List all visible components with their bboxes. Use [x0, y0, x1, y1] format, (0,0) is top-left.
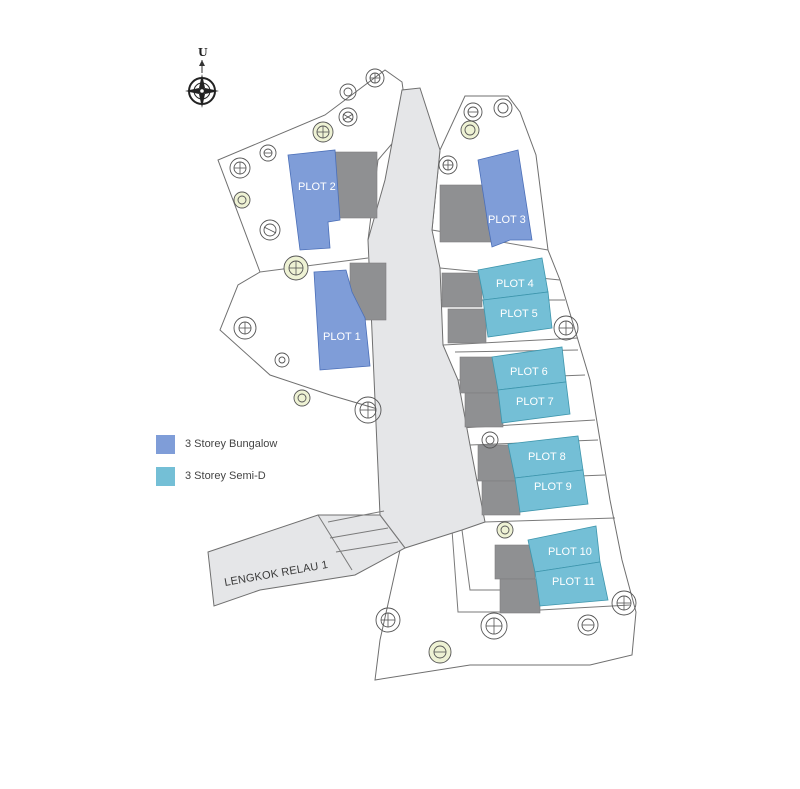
- plot-1-house[interactable]: [313, 269, 371, 371]
- legend-label: 3 Storey Semi-D: [185, 470, 266, 482]
- tree-icon: [428, 640, 452, 664]
- plot-label: PLOT 8: [528, 451, 566, 463]
- plot-label: PLOT 2: [298, 181, 336, 193]
- car-porch: [447, 308, 487, 344]
- plot-label: PLOT 9: [534, 481, 572, 493]
- plot-3-house[interactable]: [477, 149, 533, 248]
- car-porch: [499, 578, 541, 614]
- car-porch: [459, 356, 499, 394]
- car-porches: [331, 151, 541, 614]
- tree-icon: [233, 191, 251, 209]
- tree-icon: [293, 389, 311, 407]
- plot-11-house[interactable]: [534, 561, 609, 607]
- plot-label: PLOT 7: [516, 396, 554, 408]
- tree-icon: [611, 590, 637, 616]
- plot-9-house[interactable]: [514, 469, 589, 513]
- legend-swatch: [156, 434, 175, 454]
- plot-label: PLOT 3: [488, 214, 526, 226]
- tree-icon: [375, 607, 401, 633]
- plot-label: PLOT 6: [510, 366, 548, 378]
- tree-icon: [229, 157, 251, 179]
- house-footprints: [287, 149, 609, 607]
- tree-icon: [259, 219, 281, 241]
- plot-7-house[interactable]: [497, 381, 571, 424]
- tree-icon: [493, 98, 513, 118]
- north-label: U: [198, 46, 208, 59]
- plot-label: PLOT 11: [552, 576, 595, 588]
- car-porch: [331, 151, 378, 219]
- tree-icon: [283, 255, 309, 281]
- plot-label: PLOT 4: [496, 278, 534, 290]
- car-porch: [494, 544, 536, 580]
- legend-item-bungalow: 3 Storey Bungalow: [156, 433, 277, 455]
- car-porch: [481, 480, 521, 516]
- tree-icon: [339, 83, 357, 101]
- plot-5-house[interactable]: [482, 291, 553, 338]
- tree-icon: [233, 316, 257, 340]
- plot-labels: PLOT 1 PLOT 2 PLOT 3 PLOT 4 PLOT 5 PLOT …: [298, 181, 595, 588]
- road: LENGKOK RELAU 1: [207, 87, 486, 607]
- tree-icon: [481, 431, 499, 449]
- tree-icon: [312, 121, 334, 143]
- tree-icon: [577, 614, 599, 636]
- tree-icon: [496, 521, 514, 539]
- car-porch: [464, 392, 504, 428]
- north-compass: U: [185, 46, 219, 108]
- car-porch: [441, 272, 483, 308]
- legend-item-semi-d: 3 Storey Semi-D: [156, 465, 277, 487]
- plot-2-house[interactable]: [287, 149, 341, 251]
- plot-label: PLOT 10: [548, 546, 592, 558]
- tree-icon: [463, 102, 483, 122]
- plot-label: PLOT 1: [323, 331, 361, 343]
- legend-swatch: [156, 466, 175, 486]
- tree-icon: [274, 352, 290, 368]
- legend-label: 3 Storey Bungalow: [185, 438, 278, 450]
- trees: [229, 68, 637, 664]
- tree-icon: [354, 396, 382, 424]
- legend: 3 Storey Bungalow 3 Storey Semi-D: [156, 433, 277, 497]
- tree-icon: [365, 68, 385, 88]
- tree-icon: [553, 315, 579, 341]
- tree-icon: [438, 155, 458, 175]
- tree-icon: [259, 144, 277, 162]
- plot-label: PLOT 5: [500, 308, 538, 320]
- compass-rose-icon: [185, 74, 219, 108]
- tree-icon: [460, 120, 480, 140]
- tree-icon: [480, 612, 508, 640]
- tree-icon: [338, 107, 358, 127]
